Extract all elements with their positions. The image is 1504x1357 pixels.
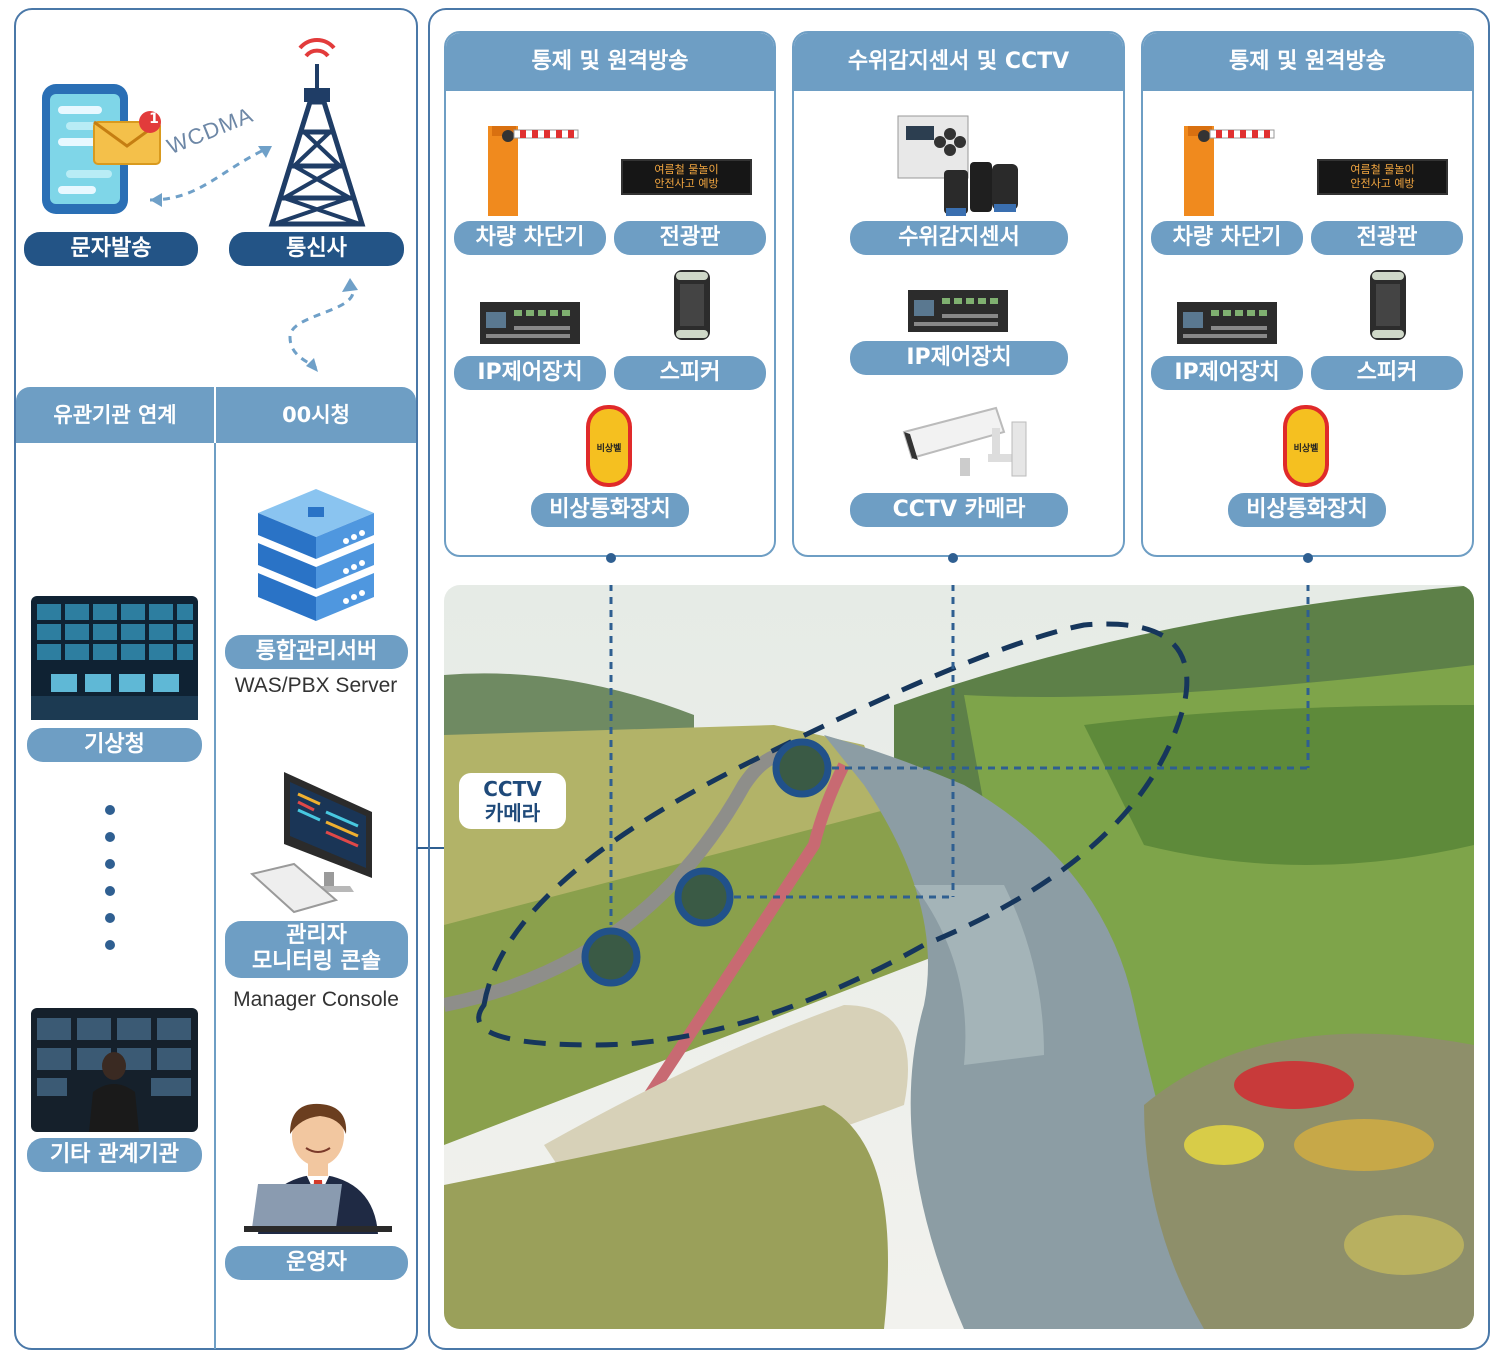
operator-label: 운영자 <box>225 1246 408 1280</box>
speaker-icon <box>674 270 710 340</box>
led-sign-icon: 여름철 물놀이 안전사고 예방 <box>621 159 752 195</box>
ellipsis-dot <box>105 913 115 923</box>
operator-icon <box>244 1103 392 1234</box>
weather-agency-control-room-image <box>31 596 198 720</box>
panel-title: 수위감지센서 및 CCTV <box>794 33 1123 91</box>
server-icon <box>258 489 374 621</box>
ellipsis-dot <box>105 832 115 842</box>
emergency-call-device-icon: 비상벨 <box>1283 405 1329 487</box>
console-label-line1: 관리자 <box>286 923 347 948</box>
ip-controller-label: IP제어장치 <box>454 356 606 390</box>
panel-connector-dot <box>1303 553 1313 563</box>
smartphone-sms-icon <box>42 84 161 214</box>
city-hall-header: 00시청 <box>216 387 416 443</box>
console-subtitle: Manager Console <box>233 988 399 1011</box>
left-frame <box>14 8 418 1350</box>
cctv-callout-line2: 카메라 <box>484 801 541 825</box>
barrier-label: 차량 차단기 <box>454 221 606 255</box>
vehicle-barrier-icon <box>488 126 579 216</box>
ip-controller-label: IP제어장치 <box>1151 356 1303 390</box>
river-aerial-view <box>444 585 1474 1329</box>
sign-label: 전광판 <box>614 221 766 255</box>
telecom-tower-icon <box>268 37 366 227</box>
ellipsis-dot <box>105 859 115 869</box>
ip-controller-icon <box>480 302 580 344</box>
barrier-label: 차량 차단기 <box>1151 221 1303 255</box>
server-label: 통합관리서버 <box>225 635 408 669</box>
panel-connector-dot <box>606 553 616 563</box>
panel-title: 통제 및 원격방송 <box>446 33 774 91</box>
emergency-call-label: 비상통화장치 <box>1228 493 1386 527</box>
speaker-label: 스피커 <box>1311 356 1463 390</box>
cctv-camera-icon <box>902 406 1027 477</box>
emergency-call-device-icon: 비상벨 <box>586 405 632 487</box>
cctv-camera-label: CCTV 카메라 <box>850 493 1068 527</box>
column-divider <box>214 443 216 1349</box>
ip-controller-icon <box>1177 302 1277 344</box>
related-agencies-header: 유관기관 연계 <box>16 387 214 443</box>
ellipsis-dot <box>105 805 115 815</box>
led-sign-line1: 여름철 물놀이 <box>654 163 719 176</box>
right-frame <box>428 8 1490 1350</box>
notification-badge: 1 <box>149 111 159 127</box>
water-level-sensor-icon <box>897 115 1018 216</box>
led-sign-icon: 여름철 물놀이 안전사고 예방 <box>1317 159 1448 195</box>
bell-text: 비상벨 <box>590 409 628 483</box>
console-label: 관리자 모니터링 콘솔 <box>225 921 408 978</box>
water-sensor-label: 수위감지센서 <box>850 221 1068 255</box>
console-label-line2: 모니터링 콘솔 <box>251 949 382 974</box>
panel-title: 통제 및 원격방송 <box>1143 33 1472 91</box>
telecom-city-link-arrow <box>288 278 358 372</box>
server-subtitle: WAS/PBX Server <box>234 674 398 697</box>
vehicle-barrier-icon <box>1184 126 1275 216</box>
led-sign-line2: 안전사고 예방 <box>1350 177 1415 190</box>
wcdma-link-arrow <box>149 146 272 207</box>
bell-text: 비상벨 <box>1287 409 1325 483</box>
ip-controller-label: IP제어장치 <box>850 341 1068 375</box>
telecom-label: 통신사 <box>229 232 404 266</box>
led-sign-line2: 안전사고 예방 <box>654 177 719 190</box>
panel-connector-dot <box>948 553 958 563</box>
other-agencies-label: 기타 관계기관 <box>27 1138 202 1172</box>
kma-label: 기상청 <box>27 728 202 762</box>
speaker-icon <box>1370 270 1406 340</box>
led-sign-line1: 여름철 물놀이 <box>1350 163 1415 176</box>
sign-label: 전광판 <box>1311 221 1463 255</box>
cctv-camera-callout: CCTV 카메라 <box>459 773 566 829</box>
sms-label: 문자발송 <box>24 232 198 266</box>
ip-controller-icon <box>908 290 1008 332</box>
speaker-label: 스피커 <box>614 356 766 390</box>
emergency-call-label: 비상통화장치 <box>531 493 689 527</box>
ellipsis-dot <box>105 886 115 896</box>
other-agency-control-room-image <box>31 1008 198 1132</box>
ellipsis-dot <box>105 940 115 950</box>
cctv-callout-line1: CCTV <box>483 777 542 801</box>
control-broadcast-panel-right: 통제 및 원격방송 <box>1141 31 1474 557</box>
monitoring-console-icon <box>250 772 372 914</box>
